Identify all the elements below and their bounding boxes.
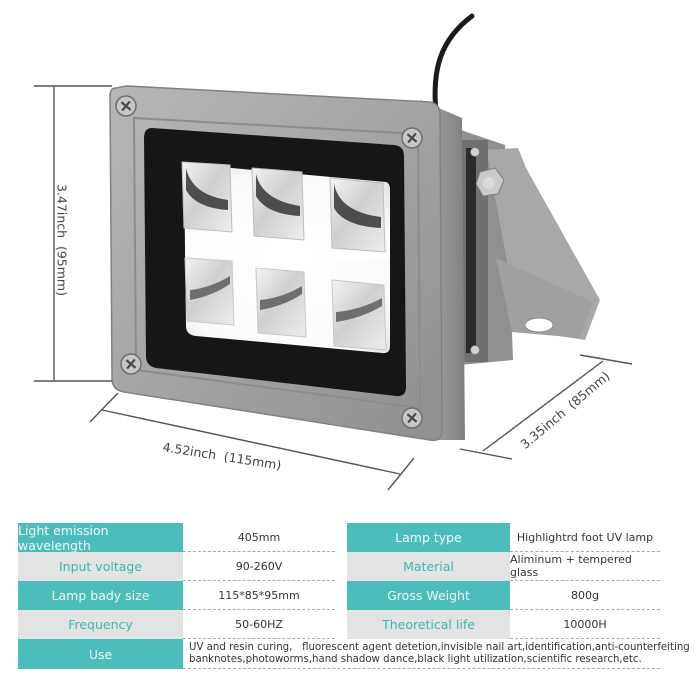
spec-label: Theoretical life: [347, 610, 510, 639]
screw-icon: [401, 127, 423, 149]
led-reflector-grid: [181, 161, 387, 351]
spec-label: Lamp bady size: [18, 581, 183, 610]
height-dimension-label: 3.47inch (95mm): [54, 184, 70, 296]
depth-dimension-line: [459, 354, 633, 460]
spec-value: Highlightrd foot UV lamp: [510, 523, 660, 552]
spec-value: 115*85*95mm: [183, 581, 335, 610]
use-line-2: banknotes,photoworms,hand shadow dance,b…: [189, 654, 642, 665]
spec-value: 405mm: [183, 523, 335, 552]
spec-value-use: UV and resin curing, fluorescent agent d…: [183, 639, 690, 669]
product-photo: [34, 13, 633, 491]
spec-label: Lamp type: [347, 523, 510, 552]
screw-icon: [401, 407, 423, 429]
spec-label: Gross Weight: [347, 581, 510, 610]
spec-value: 50-60HZ: [183, 610, 335, 639]
power-cable: [432, 13, 475, 115]
spec-value: 800g: [510, 581, 660, 610]
spec-value: 90-260V: [183, 552, 335, 581]
spec-label-use: Use: [18, 639, 183, 669]
led-reflector: [181, 161, 233, 233]
width-dimension-line: [89, 392, 415, 491]
screw-icon: [115, 95, 137, 117]
spec-label: Light emission wavelength: [18, 523, 183, 553]
mounting-bracket: [455, 128, 600, 365]
height-dimension-line: [34, 85, 112, 382]
spec-label: Material: [347, 552, 510, 581]
spec-label: Input voltage: [18, 552, 183, 581]
led-reflector: [329, 177, 386, 253]
spec-value: Aliminum + tempered glass: [510, 552, 660, 581]
led-reflector: [251, 167, 305, 241]
use-line-1: UV and resin curing, fluorescent agent d…: [189, 642, 690, 653]
screw-icon: [120, 353, 142, 375]
spec-label: Frequency: [18, 610, 183, 639]
spec-value: 10000H: [510, 610, 660, 639]
led-reflector: [255, 267, 307, 338]
led-reflector: [184, 257, 235, 326]
led-reflector: [331, 279, 387, 351]
